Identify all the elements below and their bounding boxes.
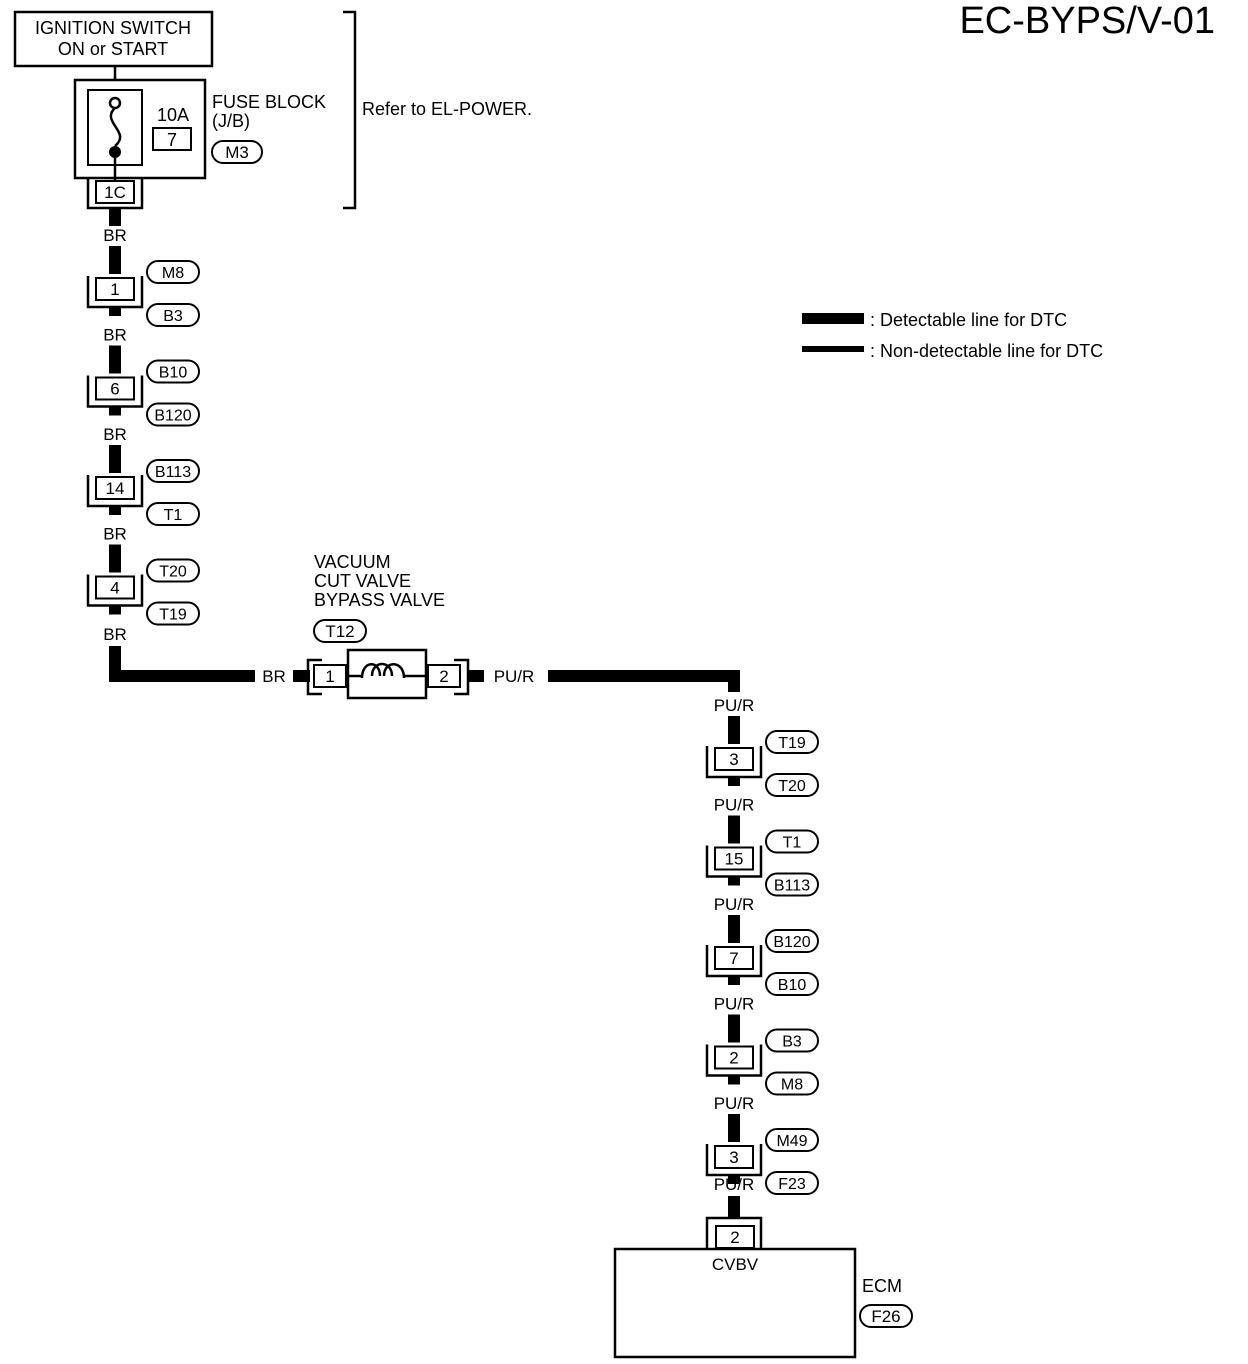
legend-detectable: : Detectable line for DTC [870, 310, 1067, 330]
right-connector-top: M49 [776, 1133, 807, 1150]
right-terminal: 15 [725, 850, 744, 869]
fuse-block-subtitle: (J/B) [212, 111, 250, 131]
legend: : Detectable line for DTC : Non-detectab… [802, 310, 1103, 361]
refer-bracket [343, 10, 357, 210]
left-terminal: 6 [110, 380, 119, 399]
ignition-line2: ON or START [58, 39, 168, 59]
right-wire-label: PU/R [714, 995, 755, 1014]
right-connector-top: B3 [782, 1034, 802, 1051]
valve-label-line1: VACUUM [314, 552, 391, 572]
fuse-rating: 10A [157, 105, 189, 125]
left-connector-top: M8 [162, 265, 184, 282]
right-wire-label: PU/R [714, 796, 755, 815]
fuse-terminal-1c: 1C [86, 179, 144, 210]
left-wire-label: BR [103, 525, 127, 544]
vacuum-cut-valve-bypass-valve: VACUUM CUT VALVE BYPASS VALVE T12 BR 1 2… [262, 552, 535, 700]
right-terminal: 7 [729, 949, 738, 968]
valve-label-line2: CUT VALVE [314, 571, 411, 591]
valve-term-left: 1 [325, 667, 334, 686]
ecm-name: ECM [862, 1276, 902, 1296]
right-terminal: 3 [729, 750, 738, 769]
valve-connector: T12 [325, 622, 354, 641]
valve-label-line3: BYPASS VALVE [314, 590, 445, 610]
ignition-switch-box: IGNITION SWITCH ON or START [13, 10, 214, 68]
right-wire-label: PU/R [714, 1094, 755, 1113]
right-connector-chain: PU/R3T19T20PU/R15T1B113PU/R7B120B10PU/R2… [548, 670, 819, 1218]
right-terminal: 2 [729, 1049, 738, 1068]
left-terminal: 4 [110, 579, 119, 598]
left-wire-label: BR [103, 425, 127, 444]
fuse-block-connector: M3 [225, 143, 249, 162]
wire-label-pur-bottom: PU/R [714, 1175, 755, 1194]
right-connector-bottom: B10 [778, 977, 807, 994]
left-connector-bottom: T19 [159, 607, 187, 624]
valve-term-right: 2 [439, 667, 448, 686]
right-connector-bottom: B113 [774, 878, 810, 895]
wire-label-pur-valve: PU/R [494, 667, 535, 686]
left-connector-bottom: T1 [164, 507, 183, 524]
refer-text: Refer to EL-POWER. [362, 99, 532, 119]
fuse-block: 10A 7 [73, 78, 207, 180]
right-connector-bottom: T20 [778, 778, 806, 795]
right-terminal: 3 [729, 1148, 738, 1167]
left-connector-bottom: B3 [163, 308, 183, 325]
ecm-terminal: 2 [730, 1228, 739, 1247]
right-wire-label: PU/R [714, 895, 755, 914]
right-connector-top: B120 [773, 934, 810, 951]
fuse-number: 7 [167, 130, 177, 150]
ecm-pin-label: CVBV [712, 1255, 759, 1274]
left-wire-label: BR [103, 326, 127, 345]
right-connector-top: T19 [778, 735, 806, 752]
ecm: 2 CVBV ECM F26 [613, 1216, 913, 1359]
left-terminal: 14 [106, 479, 125, 498]
svg-text:1C: 1C [104, 183, 126, 202]
left-connector-top: B113 [155, 464, 191, 481]
left-connector-top: T20 [159, 564, 187, 581]
legend-non-detectable: : Non-detectable line for DTC [870, 341, 1103, 361]
wire-label-br-bottom: BR [103, 625, 127, 644]
ecm-connector: F26 [871, 1307, 900, 1326]
right-connector-top: T1 [783, 835, 802, 852]
ignition-line1: IGNITION SWITCH [35, 18, 191, 38]
right-connector-bottom: F23 [778, 1176, 806, 1193]
left-connector-bottom: B120 [154, 408, 191, 425]
left-wire-label: BR [103, 226, 127, 245]
right-connector-bottom: M8 [781, 1077, 803, 1094]
left-terminal: 1 [110, 280, 119, 299]
fuse-block-title: FUSE BLOCK [212, 92, 326, 112]
left-connector-top: B10 [159, 365, 188, 382]
right-wire-label: PU/R [714, 696, 755, 715]
wire-label-br-valve: BR [262, 667, 286, 686]
page-code: EC-BYPS/V-01 [959, 0, 1215, 42]
